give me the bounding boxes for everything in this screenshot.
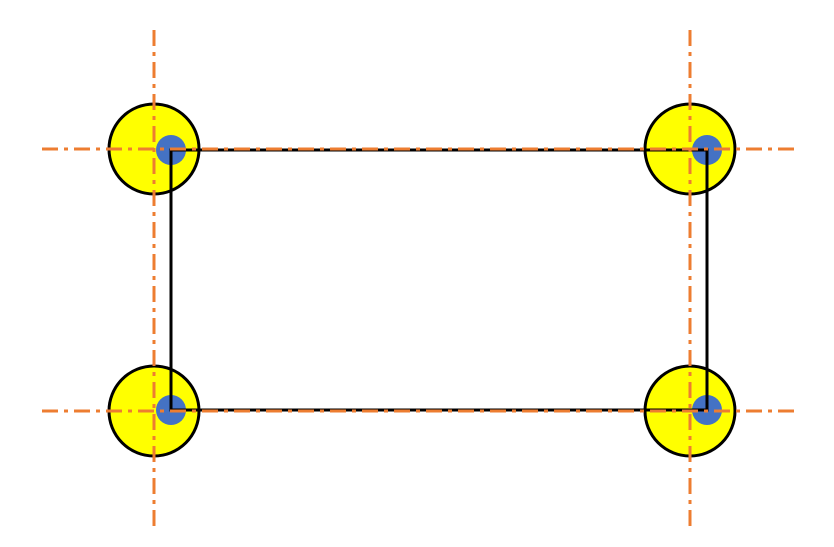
outline-layer <box>169 148 709 412</box>
centerline-layer <box>42 30 800 527</box>
pads-layer <box>107 102 737 458</box>
outline-rectangle <box>169 148 709 412</box>
